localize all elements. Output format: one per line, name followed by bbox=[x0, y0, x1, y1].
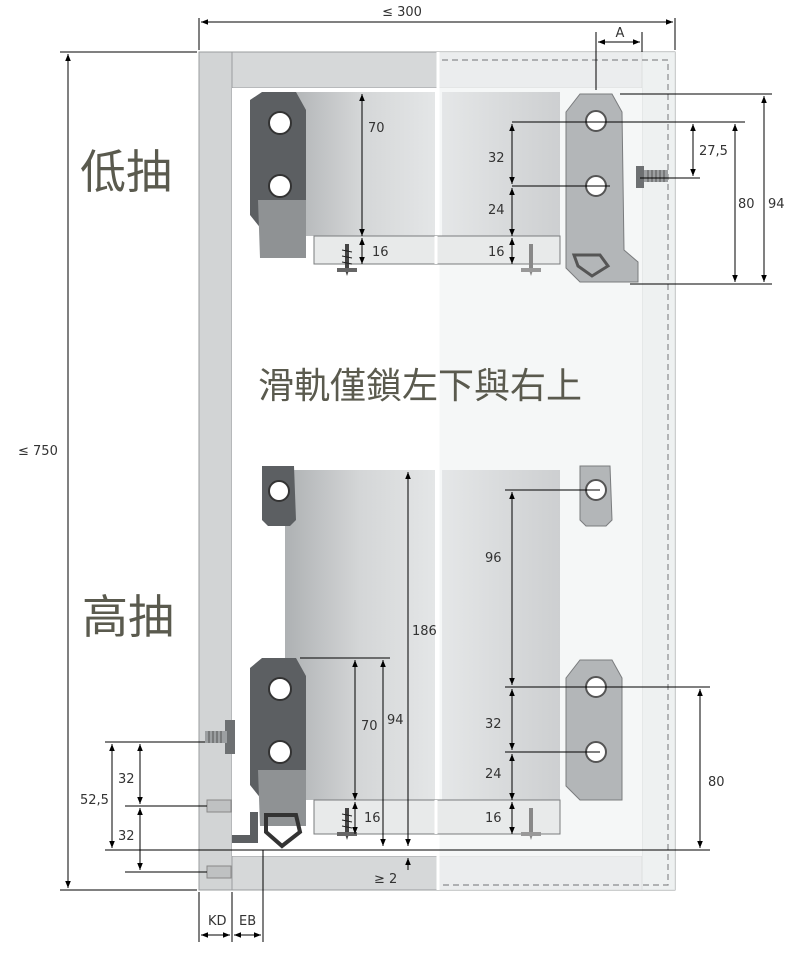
high-drawer-left-bracket bbox=[250, 658, 306, 800]
dimension-labels: ≤ 300 A ≤ 750 70 16 32 24 16 27,5 80 94 … bbox=[18, 5, 785, 929]
side-52-5-label: 52,5 bbox=[80, 793, 109, 808]
gap-min-label: ≥ 2 bbox=[374, 872, 397, 887]
low-80-label: 80 bbox=[738, 197, 755, 212]
low-drawer-title: 低抽 bbox=[80, 145, 172, 199]
high-drawer-left-hole-top bbox=[268, 677, 292, 701]
high-drawer-right-screw-icon bbox=[521, 808, 541, 840]
low-drawer-left-hole-top bbox=[268, 111, 292, 135]
side-32-top-label: 32 bbox=[118, 772, 135, 787]
low-drawer-left-bracket bbox=[250, 92, 306, 230]
low-left-16-label: 16 bbox=[372, 245, 389, 260]
low-right-16-label: 16 bbox=[488, 245, 505, 260]
dimension-lines bbox=[60, 18, 772, 942]
mounting-note: 滑軌僅鎖左下與右上 bbox=[258, 366, 582, 407]
eb-label: EB bbox=[239, 914, 256, 929]
high-186-label: 186 bbox=[412, 624, 437, 639]
cabinet-dashed-outline bbox=[442, 59, 669, 886]
low-drawer-left-hole-bottom bbox=[268, 174, 292, 198]
width-max-label: ≤ 300 bbox=[382, 5, 422, 20]
high-70-label: 70 bbox=[361, 719, 378, 734]
high-80-label: 80 bbox=[708, 775, 725, 790]
high-left-16-label: 16 bbox=[364, 811, 381, 826]
low-drawer-left-screw-icon bbox=[337, 244, 357, 276]
low-24-label: 24 bbox=[488, 203, 505, 218]
height-max-label: ≤ 750 bbox=[18, 444, 58, 459]
high-drawer-right-bracket bbox=[565, 659, 623, 801]
low-drawer-right-body bbox=[442, 92, 560, 236]
high-drawer-wall-screw-icon bbox=[205, 720, 235, 879]
kd-label: KD bbox=[208, 914, 227, 929]
low-94-label: 94 bbox=[768, 197, 785, 212]
a-label: A bbox=[616, 26, 625, 41]
low-drawer-wall-screw-icon bbox=[636, 166, 668, 188]
high-drawer-left-screw-icon bbox=[337, 808, 357, 840]
high-right-16-label: 16 bbox=[485, 811, 502, 826]
side-32-bottom-label: 32 bbox=[118, 829, 135, 844]
cabinet-left-panel bbox=[198, 51, 233, 891]
high-32-label: 32 bbox=[485, 717, 502, 732]
high-24-label: 24 bbox=[485, 767, 502, 782]
high-drawer-right-body bbox=[442, 470, 560, 800]
high-drawer-title: 高抽 bbox=[82, 590, 174, 644]
low-27-5-label: 27,5 bbox=[699, 144, 728, 159]
high-96-label: 96 bbox=[485, 551, 502, 566]
low-70-label: 70 bbox=[368, 121, 385, 136]
high-94-label: 94 bbox=[387, 713, 404, 728]
low-drawer-right-screw-icon bbox=[521, 244, 541, 276]
low-drawer-right-hole-top bbox=[585, 110, 607, 132]
low-32-label: 32 bbox=[488, 151, 505, 166]
high-drawer-left-hole-bottom bbox=[268, 740, 292, 764]
low-drawer-left-body bbox=[285, 92, 435, 236]
